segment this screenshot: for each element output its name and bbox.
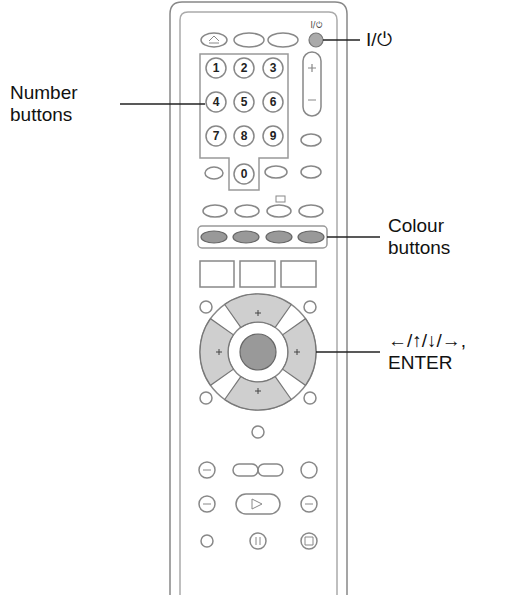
callout-label: Number buttons <box>10 82 120 126</box>
button-number: 8 <box>236 130 252 142</box>
button-number: 6 <box>265 96 281 108</box>
callout-label: Colour buttons <box>388 215 488 259</box>
button-number: 4 <box>208 96 224 108</box>
button-number: 2 <box>236 62 252 74</box>
button-number: 5 <box>236 96 252 108</box>
button-number: 9 <box>265 130 281 142</box>
callout-label: ←/↑/↓/→, ENTER <box>388 330 506 374</box>
callout-label: I/⏻ <box>366 29 392 51</box>
button-number: 0 <box>236 168 252 180</box>
button-number: 1 <box>208 62 224 74</box>
button-number: 3 <box>265 62 281 74</box>
power-mark: I/⏻ <box>310 22 321 30</box>
button-number: 7 <box>208 130 224 142</box>
